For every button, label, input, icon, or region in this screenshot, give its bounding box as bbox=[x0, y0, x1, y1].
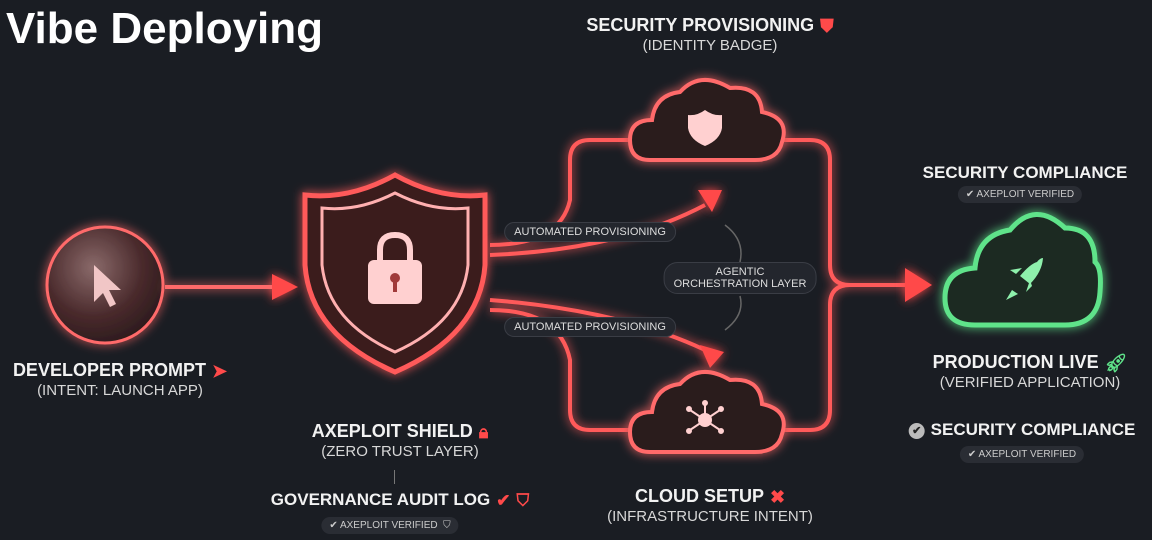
arrow-head-top bbox=[698, 190, 722, 212]
check-circle-icon: ✔ bbox=[908, 422, 925, 439]
compliance-top-badge: ✔ AXEPLOIT VERIFIED bbox=[957, 186, 1083, 203]
arrow-head-right bbox=[905, 268, 932, 302]
shield-subtitle: (ZERO TRUST LAYER) bbox=[321, 442, 479, 460]
audit-badge: ✔ AXEPLOIT VERIFIED ⛉ bbox=[321, 517, 459, 534]
compliance-bottom-badge-text: AXEPLOIT VERIFIED bbox=[978, 449, 1077, 460]
cloud-setup-title: CLOUD SETUP bbox=[634, 486, 764, 506]
cursor-icon bbox=[94, 265, 121, 307]
developer-subtitle: (INTENT: LAUNCH APP) bbox=[37, 381, 203, 399]
network-red-icon: ✖ bbox=[769, 486, 786, 507]
arrow-head-bottom bbox=[700, 345, 724, 368]
divider-line bbox=[394, 470, 395, 484]
developer-title: DEVELOPER PROMPT bbox=[12, 360, 206, 380]
security-provisioning-subtitle: (IDENTITY BADGE) bbox=[642, 36, 778, 54]
shield-outline-icon: ⛉ bbox=[516, 490, 530, 510]
shield-block: AXEPLOIT SHIELD🔒︎ (ZERO TRUST LAYER) bbox=[312, 421, 489, 460]
page-title: Vibe Deploying bbox=[6, 4, 324, 53]
security-provisioning-block: SECURITY PROVISIONING⛊ (IDENTITY BADGE) bbox=[586, 15, 833, 54]
audit-title: GOVERNANCE AUDIT LOG bbox=[270, 490, 491, 509]
cloud-setup-subtitle: (INFRASTRUCTURE INTENT) bbox=[607, 507, 813, 525]
shield-title: AXEPLOIT SHIELD bbox=[311, 421, 473, 441]
orchestration-line1: AGENTIC bbox=[715, 266, 765, 278]
orchestration-layer-pill: AGENTIC ORCHESTRATION LAYER bbox=[663, 262, 817, 294]
audit-badge-text: AXEPLOIT VERIFIED bbox=[339, 520, 438, 531]
production-subtitle: (VERIFIED APPLICATION) bbox=[939, 373, 1121, 391]
compliance-top-badge-text: AXEPLOIT VERIFIED bbox=[976, 189, 1075, 200]
orchestration-line2: ORCHESTRATION LAYER bbox=[673, 278, 807, 290]
cloud-setup-block: CLOUD SETUP✖ (INFRASTRUCTURE INTENT) bbox=[607, 486, 813, 525]
network-icon bbox=[686, 400, 724, 434]
shield-red-icon: ⛊ bbox=[820, 15, 834, 36]
production-title: PRODUCTION LIVE bbox=[932, 352, 1099, 372]
arrow-to-shield bbox=[165, 274, 298, 300]
audit-block: GOVERNANCE AUDIT LOG ✔⛉ bbox=[271, 490, 529, 511]
automated-provisioning-bottom: AUTOMATED PROVISIONING bbox=[504, 317, 676, 337]
shield-small-icon bbox=[688, 110, 722, 146]
automated-provisioning-top: AUTOMATED PROVISIONING bbox=[504, 222, 676, 242]
cloud-setup-icon bbox=[627, 370, 786, 454]
security-provisioning-title: SECURITY PROVISIONING bbox=[586, 15, 815, 35]
compliance-bottom-block: ✔ SECURITY COMPLIANCE bbox=[908, 420, 1136, 440]
shield-check-icon: ✔ bbox=[496, 490, 511, 510]
compliance-top-title: SECURITY COMPLIANCE bbox=[922, 163, 1128, 182]
cloud-security-icon bbox=[627, 78, 786, 162]
compliance-bottom-title: SECURITY COMPLIANCE bbox=[930, 420, 1136, 439]
compliance-top-block: SECURITY COMPLIANCE bbox=[923, 163, 1128, 183]
orchestration-bracket bbox=[724, 224, 742, 331]
rocket-green-icon: 🚀︎ bbox=[1104, 352, 1128, 373]
cursor-red-icon: ➤ bbox=[211, 360, 228, 381]
production-cloud-icon bbox=[942, 212, 1103, 328]
compliance-bottom-badge: ✔ AXEPLOIT VERIFIED bbox=[959, 446, 1085, 463]
production-block: PRODUCTION LIVE🚀︎ (VERIFIED APPLICATION) bbox=[933, 352, 1128, 391]
developer-orb bbox=[45, 225, 165, 345]
lock-red-icon: 🔒︎ bbox=[478, 421, 489, 442]
developer-prompt-block: DEVELOPER PROMPT➤ (INTENT: LAUNCH APP) bbox=[13, 360, 227, 399]
lock-icon bbox=[368, 231, 422, 304]
rocket-icon bbox=[1006, 258, 1043, 300]
